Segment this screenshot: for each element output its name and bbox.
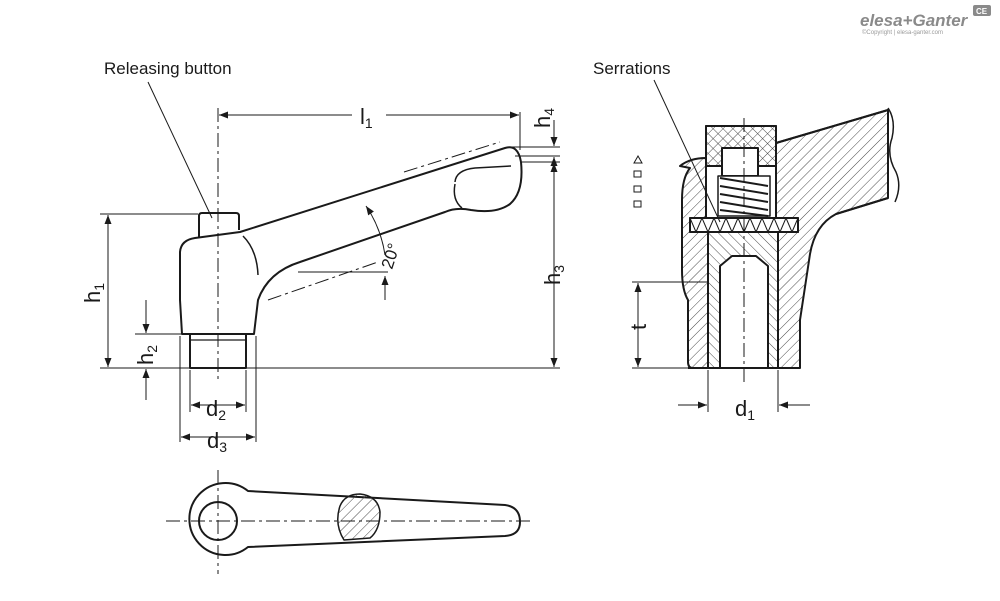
top-view-outline [188, 482, 521, 556]
top-view [188, 482, 521, 556]
lever-top-axis [403, 141, 501, 173]
break-line [887, 107, 900, 203]
side-view-dimensions [104, 81, 558, 441]
ce-badge-text: CE [976, 7, 988, 16]
button-bore [721, 147, 759, 177]
lever-top-edge [775, 109, 889, 144]
top-view-construction [166, 470, 532, 574]
d3-label: d3 [207, 428, 227, 455]
angle-arc-top [365, 205, 386, 256]
d1-label: d1 [735, 396, 755, 423]
t-label: t [626, 324, 651, 330]
lever-body [179, 146, 523, 335]
motion-symbols [633, 154, 643, 208]
section-view-labels: Serrations t d1 [593, 59, 755, 423]
lever-bottom-edge [835, 197, 889, 215]
h3-label: h3 [540, 265, 567, 285]
top-view-section [337, 493, 381, 541]
d2-label: d2 [206, 396, 226, 423]
square-icon-1 [633, 170, 642, 178]
logo-text: elesa+Ganter [860, 11, 969, 30]
h4-label: h4 [530, 108, 557, 128]
grip-recess [454, 165, 512, 183]
releasing-button-shape [198, 212, 240, 238]
section-view [679, 107, 900, 369]
section-view-construction [632, 79, 810, 412]
side-view-construction [100, 108, 560, 442]
serrations-leader [653, 79, 721, 223]
hub-curve [242, 235, 259, 276]
square-icon-2 [633, 185, 642, 193]
side-view-labels: Releasing button l1 h1 h2 h3 h4 d2 d3 20… [80, 59, 567, 455]
brand-logo: elesa+Ganter CE ©Copyright | elesa-gante… [860, 5, 991, 36]
side-view [179, 146, 523, 369]
releasing-button-leader [147, 81, 213, 219]
h2-label: h2 [133, 345, 160, 365]
ce-badge-icon [973, 5, 991, 16]
square-icon-3 [633, 200, 642, 208]
section-hub-left [679, 157, 709, 369]
serrations-label: Serrations [593, 59, 670, 78]
triangle-icon [633, 154, 643, 164]
l1-label: l1 [360, 104, 373, 131]
section-hub-right [775, 109, 889, 369]
angle-label: 20° [378, 241, 404, 271]
h1-label: h1 [80, 283, 107, 303]
logo-copyright: ©Copyright | elesa-ganter.com [862, 29, 943, 36]
grip-recess-edge [453, 183, 463, 209]
lever-axis-line [267, 261, 379, 301]
releasing-button-label: Releasing button [104, 59, 232, 78]
